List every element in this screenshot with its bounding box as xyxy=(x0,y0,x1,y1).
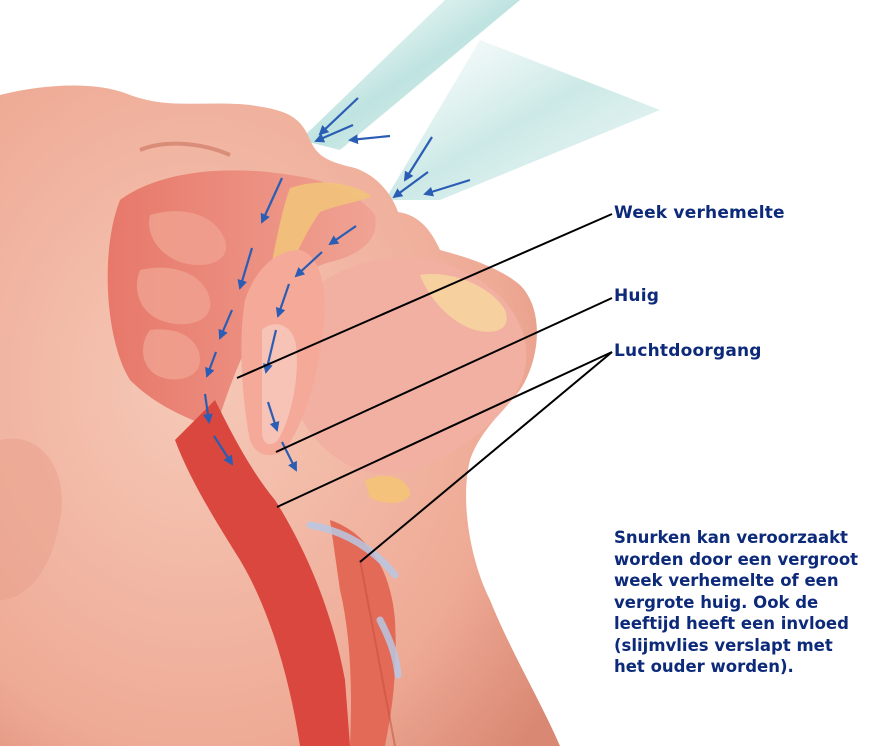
label-soft-palate: Week verhemelte xyxy=(614,203,785,223)
label-airway: Luchtdoorgang xyxy=(614,341,762,361)
label-uvula: Huig xyxy=(614,286,659,306)
caption-text: Snurken kan veroorzaakt worden door een … xyxy=(614,527,866,678)
